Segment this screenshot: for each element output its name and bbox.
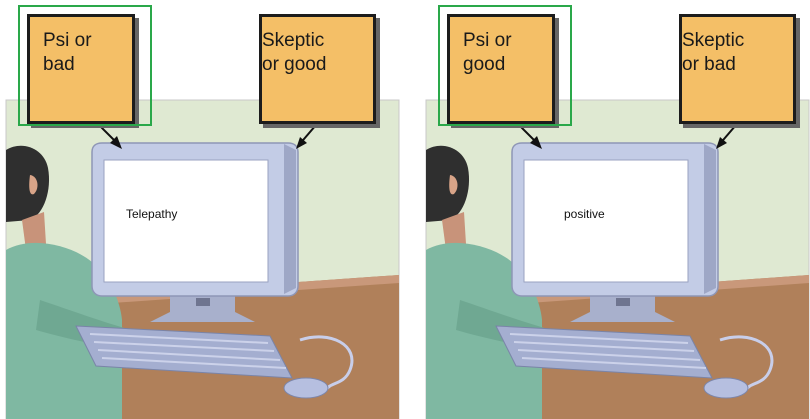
screen-word: positive (564, 207, 605, 221)
left-panel: Telepathy Psi or bad Skeptic or good (0, 0, 405, 419)
skeptic-label-line2: or good (262, 53, 373, 77)
skeptic-label-box: Skeptic or bad (679, 14, 796, 124)
skeptic-label-line1: Skeptic (682, 29, 793, 53)
skeptic-label-box: Skeptic or good (259, 14, 376, 124)
screen-word: Telepathy (126, 207, 177, 221)
mouse-illustration (704, 378, 748, 398)
highlight-frame (18, 5, 152, 126)
mouse-illustration (284, 378, 328, 398)
highlight-frame (438, 5, 572, 126)
right-panel: positive Psi or good Skeptic or bad (420, 0, 810, 419)
skeptic-label-line2: or bad (682, 53, 793, 77)
skeptic-label-line1: Skeptic (262, 29, 373, 53)
